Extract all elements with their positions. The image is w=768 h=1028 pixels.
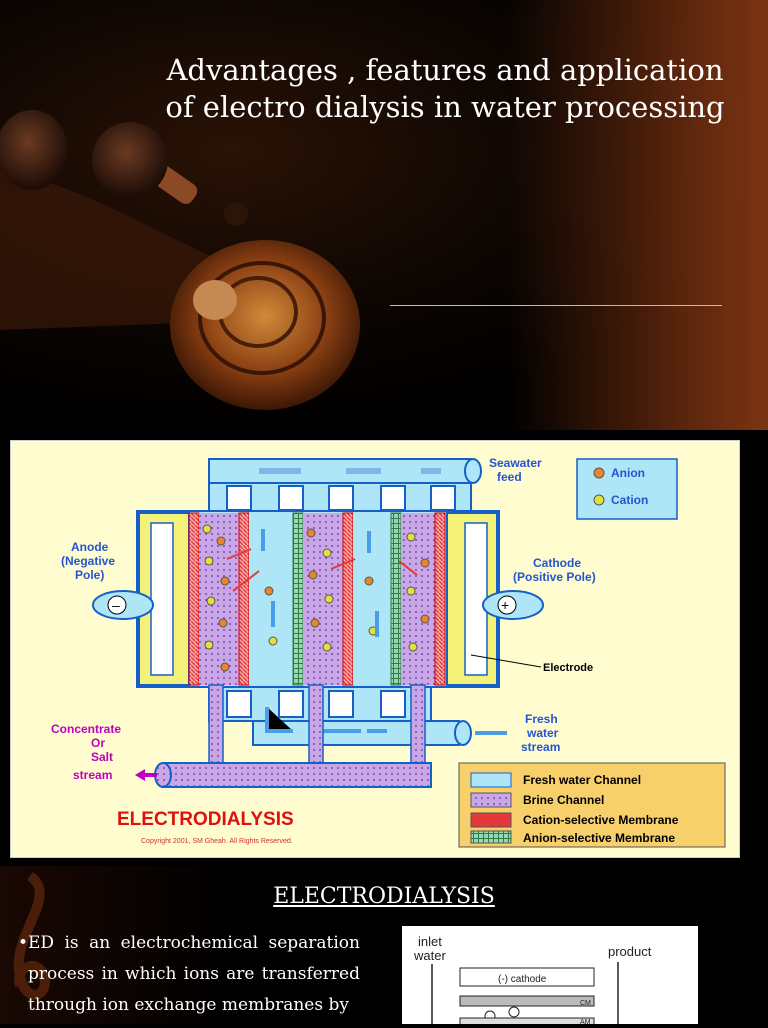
treble-clef-decoration: [13, 871, 50, 1000]
fresh-label-2: water: [526, 726, 559, 740]
anode-label-1: Anode: [71, 540, 109, 554]
electrodialysis-slide: ELECTRODIALYSIS • ED is an electrochemic…: [0, 866, 768, 1027]
brine-collector: [162, 762, 432, 788]
inlet-label-1: inlet: [418, 934, 442, 949]
concentrate-label-1: Concentrate: [51, 722, 121, 736]
inlet-label-2: water: [413, 948, 446, 963]
seawater-label-1: Seawater: [489, 456, 542, 470]
process-schematic: inlet water product (-) cathode CM AM: [402, 926, 698, 1027]
cathode-label-2: (Positive Pole): [513, 570, 596, 584]
concentrate-label-3: Salt: [91, 750, 113, 764]
ions: [202, 524, 430, 672]
ion-legend: [576, 458, 678, 520]
background-glow: [508, 0, 768, 430]
title-slide: Advantages , features and application of…: [0, 0, 768, 430]
seawater-label-2: feed: [497, 470, 522, 484]
title-line-2: of electro dialysis in water processing: [165, 90, 725, 124]
fresh-label-1: Fresh: [525, 712, 558, 726]
concentrate-label-4: stream: [73, 768, 112, 782]
diagram-slide: Seawater feed: [0, 432, 768, 864]
bullet-dot: •: [18, 933, 29, 953]
anode-label-3: Pole): [75, 568, 104, 582]
fresh-label-3: stream: [521, 740, 560, 754]
svg-text:+: +: [501, 597, 509, 613]
section-title: ELECTRODIALYSIS: [273, 884, 495, 909]
legend-anion: Anion: [611, 466, 645, 480]
electrode-label: Electrode: [543, 662, 593, 674]
diagram-copyright: Copyright 2001, SM Gheah. All Rights Res…: [141, 838, 293, 845]
cm-label: CM: [580, 1000, 591, 1007]
svg-text:–: –: [112, 597, 120, 613]
bullet-body: ED is an electrochemical separation proc…: [28, 933, 360, 1015]
title-line-1: Advantages , features and application: [166, 53, 724, 87]
diagram-title: ELECTRODIALYSIS: [117, 809, 294, 830]
divider-line: [390, 305, 722, 306]
anode-label-2: (Negative: [61, 554, 115, 568]
seawater-inlet: [464, 458, 482, 484]
cathode-plate-label: (-) cathode: [498, 974, 547, 985]
legend-brine: Brine Channel: [523, 793, 604, 807]
electrodialysis-diagram: Seawater feed: [10, 440, 740, 858]
legend-cation: Cation: [611, 493, 648, 507]
slide-title: Advantages , features and application of…: [150, 52, 740, 126]
violin-scroll-image: [0, 110, 360, 410]
concentrate-label-2: Or: [91, 736, 105, 750]
cathode-label-1: Cathode: [533, 556, 581, 570]
am-label: AM: [580, 1019, 591, 1024]
product-label: product: [608, 944, 652, 959]
legend-fresh: Fresh water Channel: [523, 773, 641, 787]
legend-anion-membrane: Anion-selective Membrane: [523, 831, 675, 845]
bullet-text: • ED is an electrochemical separation pr…: [18, 928, 360, 1021]
legend-cation-membrane: Cation-selective Membrane: [523, 813, 679, 827]
